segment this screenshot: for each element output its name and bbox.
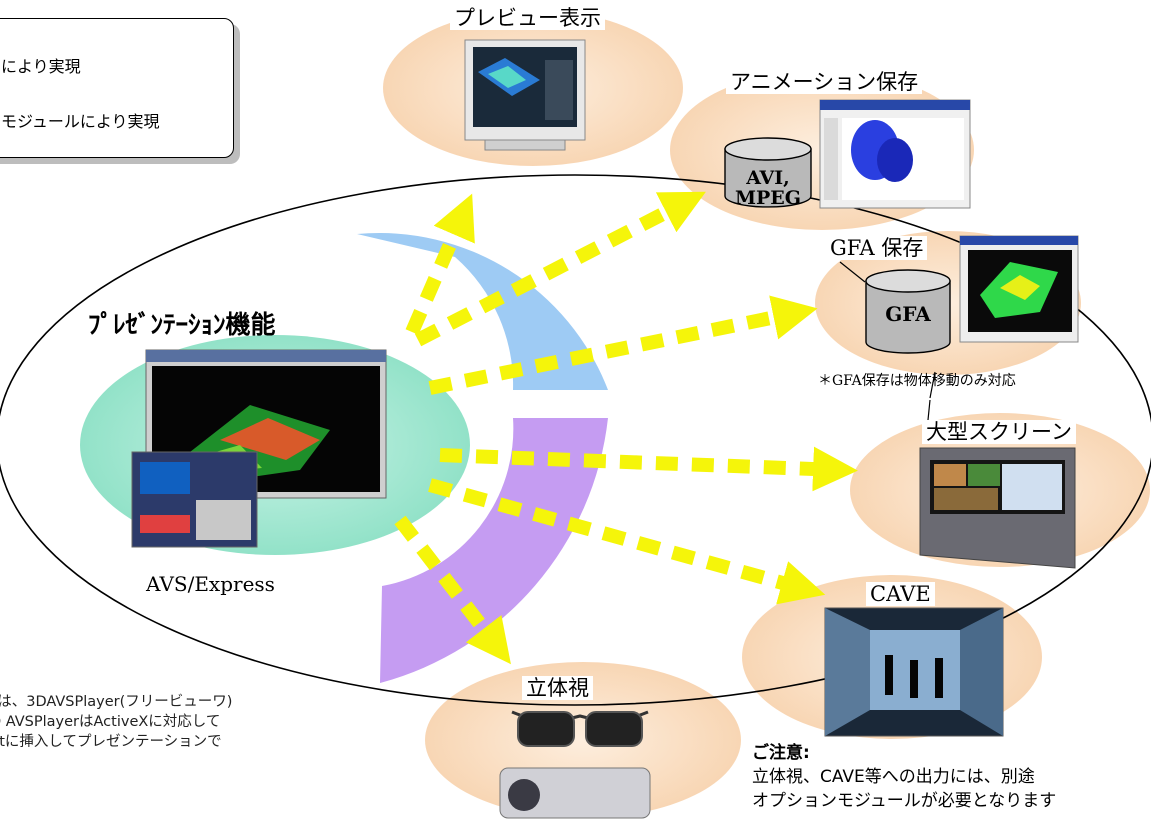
blue-band <box>357 232 608 390</box>
mpeg-line: MPEG <box>734 187 802 209</box>
legend-line-2: モジュールにより実現 <box>1 112 160 131</box>
avs-panel-screenshot <box>131 451 258 548</box>
gfa-cylinder <box>865 269 951 354</box>
avi-cylinder <box>724 137 812 208</box>
legend-box: により実現 モジュールにより実現 <box>0 18 234 158</box>
large-screen-label: 大型スクリーン <box>922 420 1076 445</box>
avi-text: AVI, MPEG <box>725 168 811 208</box>
cave-image <box>824 607 1004 737</box>
gfa-note: ＊GFA保存は物体移動のみ対応 <box>818 373 1016 389</box>
legend-line-1: により実現 <box>1 57 81 76</box>
left-note-line-3: ntに挿入してプレゼンテーションで <box>0 734 222 750</box>
system-outline-ellipse <box>0 174 1151 706</box>
caution-line-1: 立体視、CAVE等への出力には、別途 <box>752 767 1035 787</box>
center-title: ﾌﾟﾚｾﾞﾝﾃｰｼｮﾝ機能 <box>88 310 276 339</box>
gfa-screenshot <box>959 235 1079 343</box>
animation-screenshot <box>819 99 971 209</box>
caution-line-2: オプションモジュールが必要となります <box>752 791 1057 810</box>
animation-label: アニメーション保存 <box>726 70 923 95</box>
gfa-label: GFA 保存 <box>826 236 928 261</box>
avi-line: AVI, <box>746 167 790 189</box>
projector-image <box>499 767 651 819</box>
stereo-label: 立体視 <box>522 676 593 701</box>
caution-title: ご注意: <box>752 743 810 763</box>
gfa-cylinder-text: GFA <box>885 302 931 326</box>
center-caption: AVS/Express <box>146 572 275 596</box>
purple-band <box>380 418 608 683</box>
preview-label: プレビュー表示 <box>450 6 605 31</box>
left-note-line-2: D AVSPlayerはActiveXに対応して <box>0 714 221 730</box>
glasses-image <box>511 710 649 747</box>
left-note-line-1: ﾞは、3DAVSPlayer(フリービューワ) <box>0 694 233 710</box>
large-screen-image <box>919 447 1076 569</box>
cave-label: CAVE <box>866 582 935 607</box>
monitor-image <box>464 39 586 151</box>
